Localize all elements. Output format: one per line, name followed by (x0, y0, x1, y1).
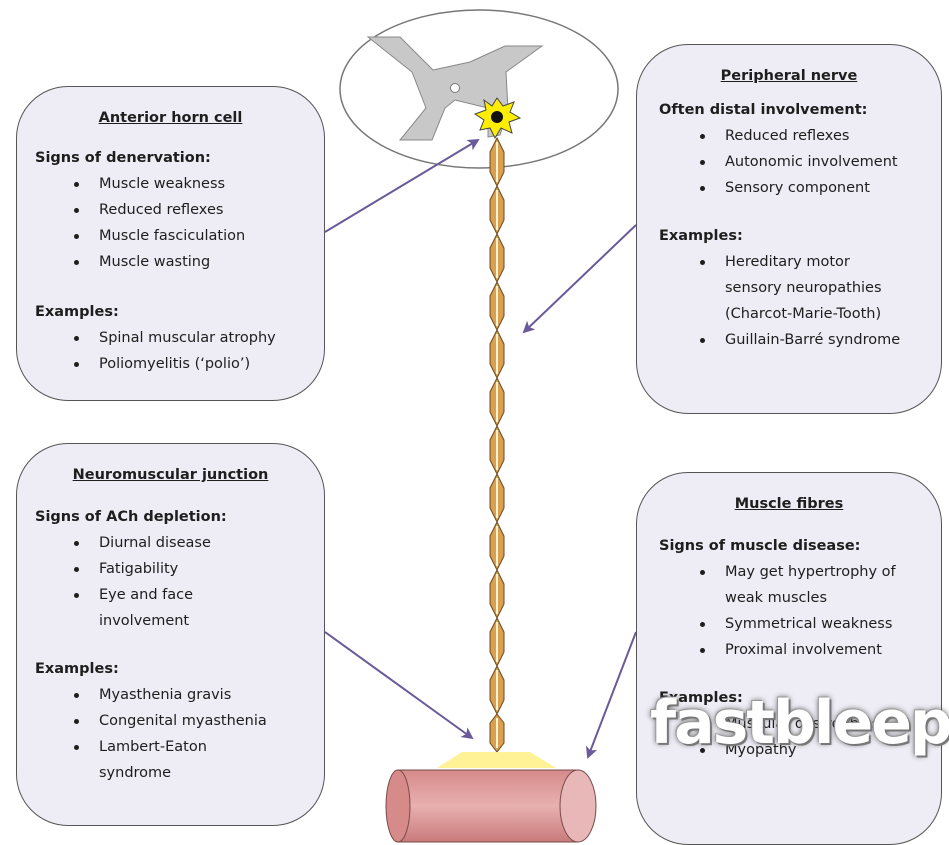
central-canal (451, 84, 460, 93)
list-item: Muscle weakness (99, 171, 324, 197)
arrow-peripheral-nerve (524, 225, 636, 332)
list-item: Hereditary motor sensory neuropathies (C… (725, 249, 941, 327)
list-item: Muscle wasting (99, 249, 324, 275)
signs-heading: Signs of muscle disease: (659, 533, 941, 559)
list-item: May get hypertrophy of weak muscles (725, 559, 941, 611)
box-title: Neuromuscular junction (17, 462, 324, 488)
list-item-line: Eye and face (99, 582, 324, 608)
list-item: Spinal muscular atrophy (99, 325, 324, 351)
list-item-line: weak muscles (725, 585, 941, 611)
anterior-horn-cell-box: Anterior horn cell Signs of denervation:… (16, 86, 325, 401)
signs-list: Muscle weakness Reduced reflexes Muscle … (17, 171, 324, 275)
muscle-fibre-cylinder (386, 770, 596, 842)
signs-heading: Signs of denervation: (35, 145, 324, 171)
signs-heading: Signs of ACh depletion: (35, 504, 324, 530)
list-item: Fatigability (99, 556, 324, 582)
list-item: Poliomyelitis (‘polio’) (99, 351, 324, 377)
list-item-line: Hereditary motor (725, 249, 941, 275)
muscle-fibres-box: Muscle fibres Signs of muscle disease: M… (636, 472, 942, 845)
arrow-neuromuscular-junction (325, 632, 472, 738)
list-item: Muscle fasciculation (99, 223, 324, 249)
signs-list: May get hypertrophy of weak muscles Symm… (637, 559, 941, 663)
box-title: Peripheral nerve (637, 63, 941, 89)
list-item: Sensory component (725, 175, 941, 201)
spinal-cord-cross-section (340, 10, 618, 168)
list-item-line: syndrome (99, 760, 324, 786)
examples-list: Spinal muscular atrophy Poliomyelitis (‘… (17, 325, 324, 377)
list-item: Symmetrical weakness (725, 611, 941, 637)
box-title: Muscle fibres (637, 491, 941, 517)
list-item: Guillain-Barré syndrome (725, 327, 941, 353)
fastbleep-watermark-logo: fastbleep (650, 688, 949, 758)
motor-neuron-axon (490, 138, 504, 752)
list-item: Reduced reflexes (99, 197, 324, 223)
box-title: Anterior horn cell (17, 105, 324, 131)
peripheral-nerve-box: Peripheral nerve Often distal involvemen… (636, 44, 942, 414)
examples-heading: Examples: (659, 223, 941, 249)
list-item: Reduced reflexes (725, 123, 941, 149)
list-item-line: May get hypertrophy of (725, 559, 941, 585)
signs-heading: Often distal involvement: (659, 97, 941, 123)
arrow-muscle-fibres (588, 632, 636, 757)
examples-heading: Examples: (35, 656, 324, 682)
list-item: Proximal involvement (725, 637, 941, 663)
neuromuscular-junction-box: Neuromuscular junction Signs of ACh depl… (16, 443, 325, 826)
list-item-line: sensory neuropathies (725, 275, 941, 301)
examples-heading: Examples: (35, 299, 324, 325)
list-item-line: involvement (99, 608, 324, 634)
neuromuscular-junction-glow (437, 752, 556, 768)
list-item: Lambert-Eaton syndrome (99, 734, 324, 786)
examples-list: Myasthenia gravis Congenital myasthenia … (17, 682, 324, 786)
list-item: Myasthenia gravis (99, 682, 324, 708)
list-item: Eye and face involvement (99, 582, 324, 634)
examples-list: Hereditary motor sensory neuropathies (C… (637, 249, 941, 353)
signs-list: Reduced reflexes Autonomic involvement S… (637, 123, 941, 201)
list-item-line: Lambert-Eaton (99, 734, 324, 760)
signs-list: Diurnal disease Fatigability Eye and fac… (17, 530, 324, 634)
list-item-line: (Charcot-Marie-Tooth) (725, 301, 941, 327)
list-item: Congenital myasthenia (99, 708, 324, 734)
list-item: Diurnal disease (99, 530, 324, 556)
list-item: Autonomic involvement (725, 149, 941, 175)
